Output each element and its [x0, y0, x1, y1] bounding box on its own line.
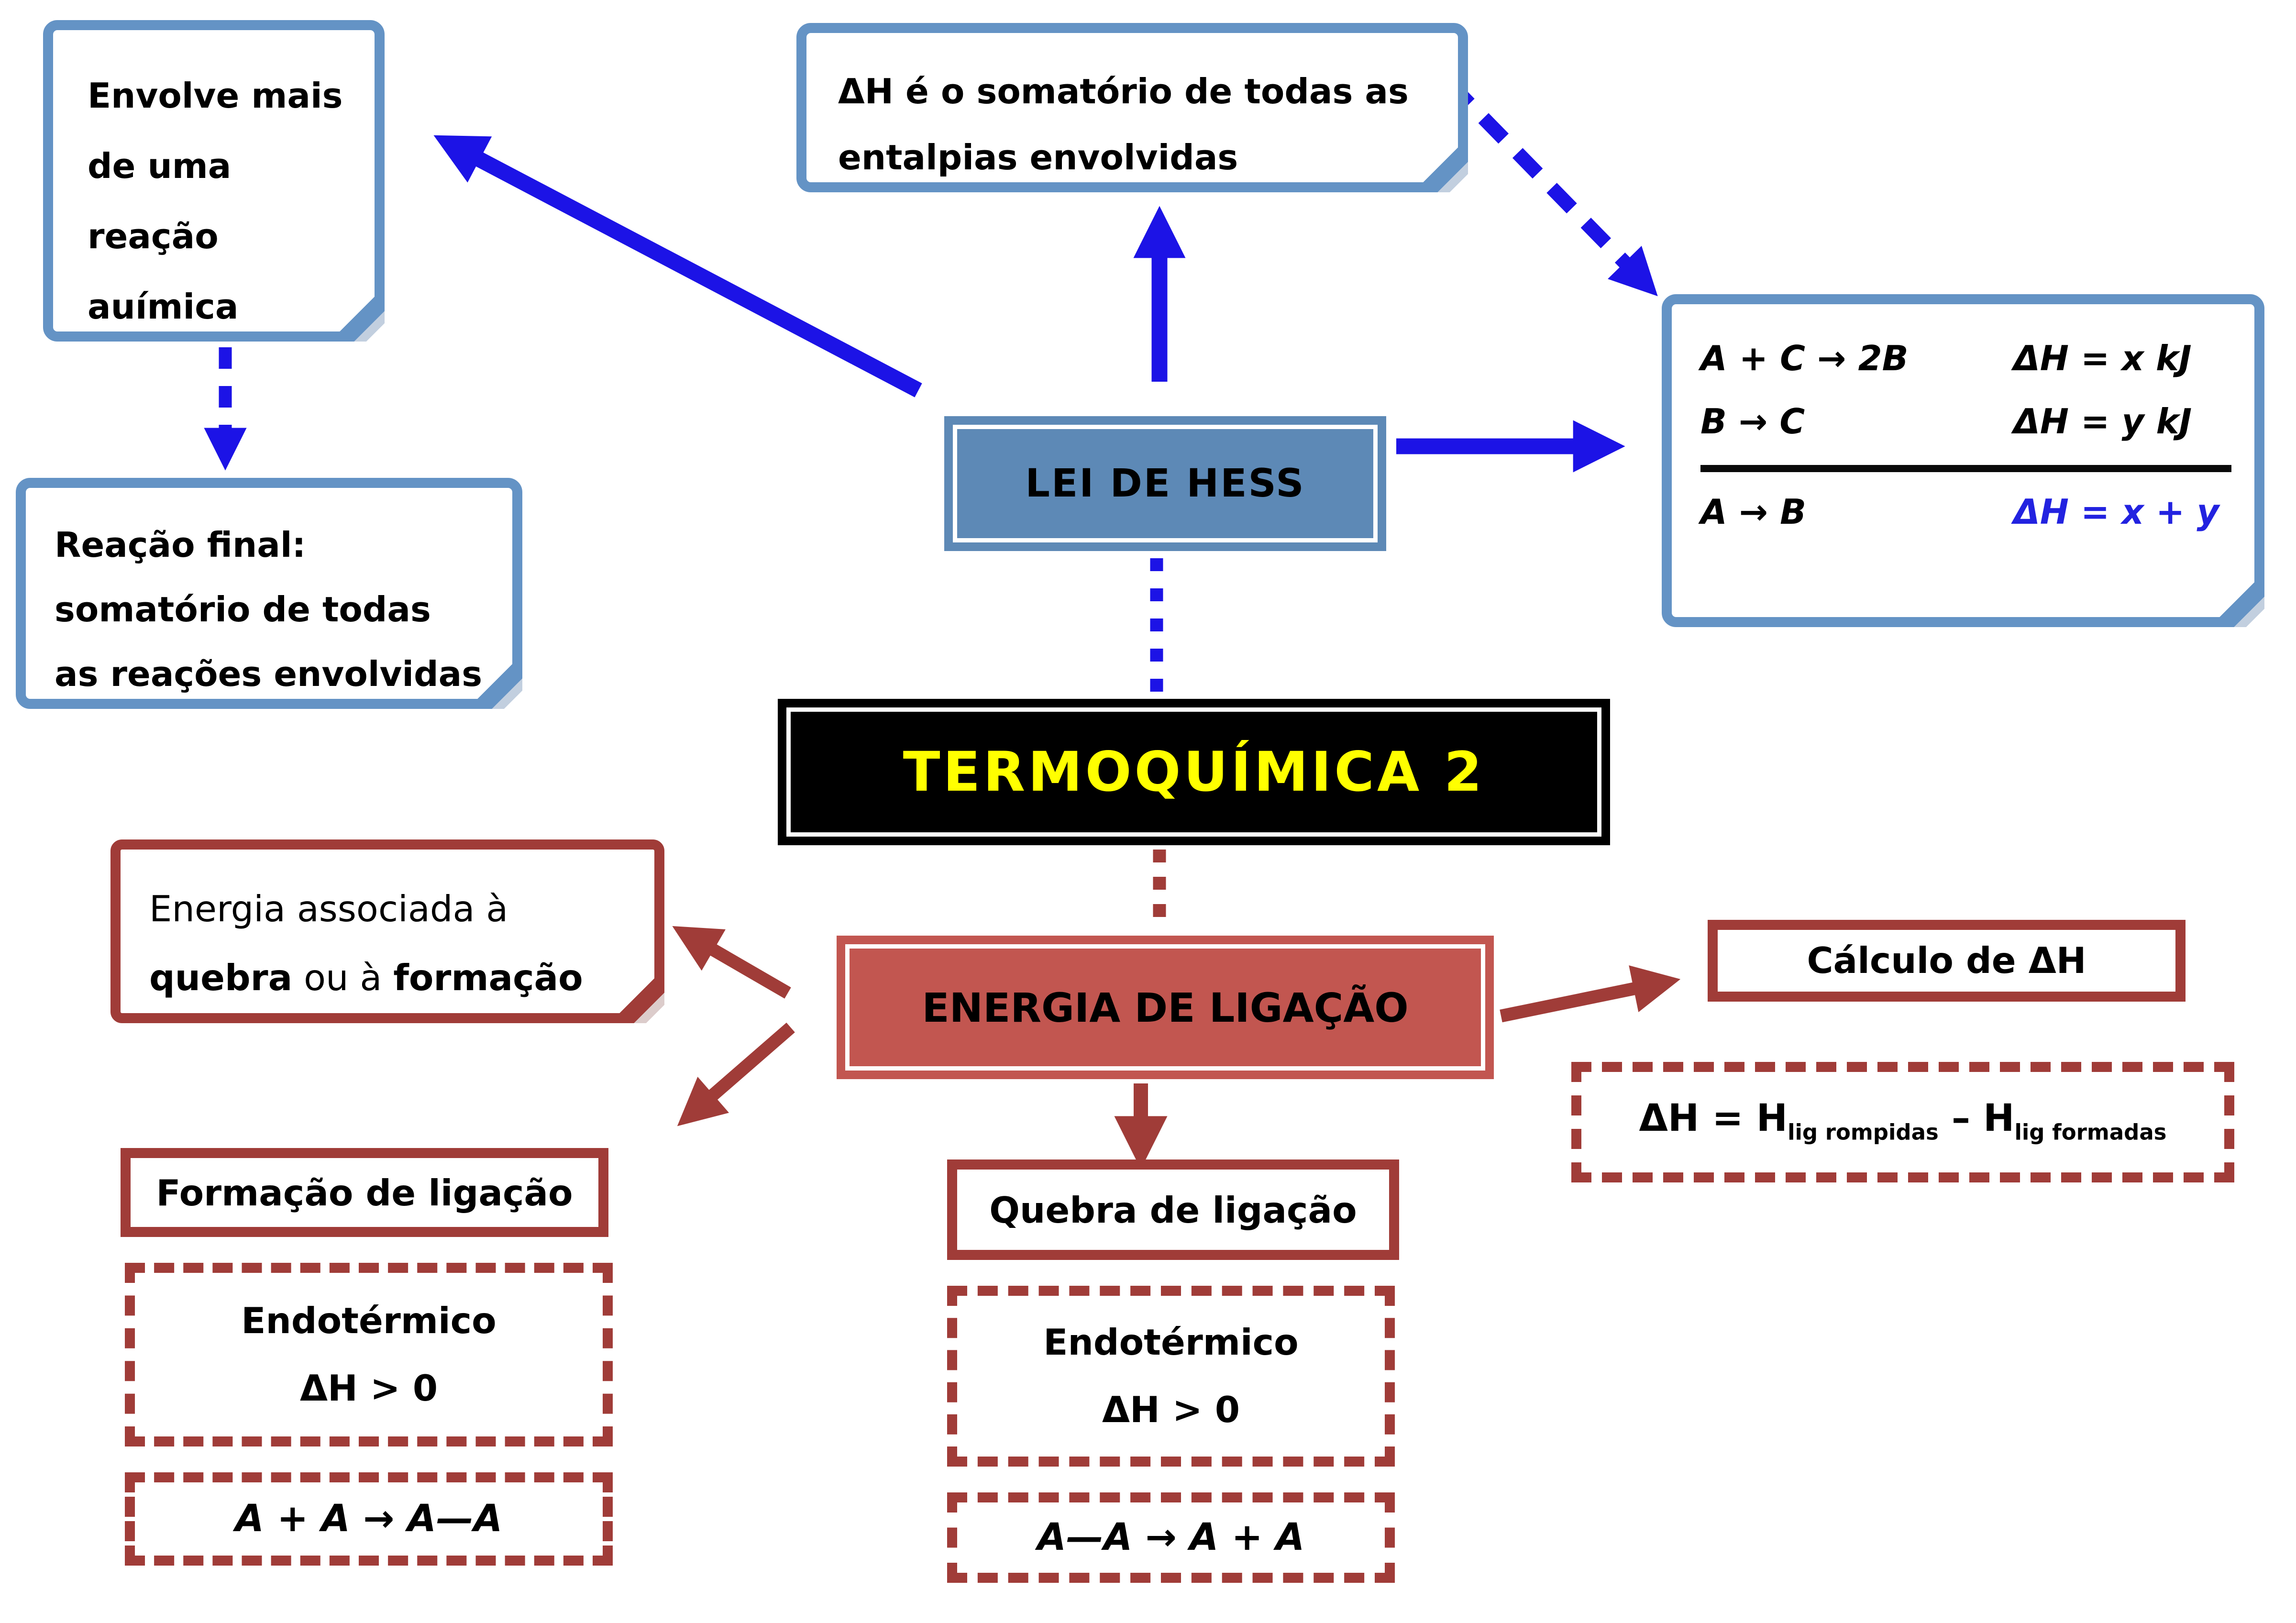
enthalpy-text: ΔH = x kJ [2013, 339, 2192, 379]
note-line: quebra ou à formação [149, 957, 583, 999]
hess-to-envolve-arrow [433, 135, 922, 397]
note-line: entalpias envolvidas [838, 138, 1238, 178]
node-lei-de-hess: LEI DE HESS [944, 416, 1386, 551]
box-formacao-title: Formação de ligação [121, 1148, 608, 1237]
note-line: Energia associada à [149, 888, 508, 930]
note-line: Reação final: [55, 525, 306, 565]
note-line: Envolve mais [88, 76, 343, 116]
box-formacao-endotermico: Endotérmico ΔH > 0 [125, 1263, 613, 1446]
regime-text: Endotérmico [241, 1299, 497, 1341]
note-somatorio-entalpias: ΔH é o somatório de todas as entalpias e… [796, 23, 1468, 192]
enthalpy-text: ΔH = y kJ [2013, 402, 2192, 442]
sum-divider-line [1700, 465, 2231, 472]
node-label: TERMOQUÍMICA 2 [903, 740, 1485, 804]
note-line: de uma [88, 146, 232, 187]
box-formula-dh: ΔH = Hlig rompidas – Hlig formadas [1571, 1062, 2234, 1182]
folded-corner-icon [1411, 135, 1468, 192]
equation-text: A—A → A + A [1037, 1516, 1305, 1559]
note-line: reação [88, 217, 219, 257]
node-energia-de-ligacao: ENERGIA DE LIGAÇÃO [837, 936, 1494, 1079]
folded-corner-icon [607, 966, 664, 1023]
equation-row: B → C ΔH = y kJ [1700, 402, 2234, 442]
regime-text: Endotérmico [1043, 1322, 1299, 1363]
box-title: Quebra de ligação [989, 1189, 1357, 1231]
reaction-text: A → B [1700, 492, 1807, 532]
node-termoquimica-2: TERMOQUÍMICA 2 [778, 699, 1610, 845]
energia-to-nota-energia-arrow [672, 926, 791, 999]
note-line: auímica [88, 287, 239, 327]
energia-to-formacao-arrow [677, 1022, 795, 1126]
somatorio-to-equations-dashed-arrow [1444, 78, 1658, 297]
condition-text: ΔH > 0 [299, 1368, 438, 1410]
box-formacao-equation: A + A → A—A [125, 1472, 613, 1566]
note-envolve-mais: Envolve mais de uma reação auímica [43, 20, 385, 342]
energia-to-calculo-arrow [1500, 965, 1681, 1023]
box-quebra-title: Quebra de ligação [947, 1159, 1399, 1260]
note-line: somatório de todas [55, 590, 431, 630]
equation-row: A + C → 2B ΔH = x kJ [1700, 339, 2234, 379]
equation-text: A + A → A—A [235, 1497, 503, 1541]
enthalpy-result-text: ΔH = x + y [2013, 492, 2219, 532]
box-calculo-dh: Cálculo de ΔH [1708, 920, 2186, 1002]
reaction-text: B → C [1700, 402, 1805, 442]
folded-corner-icon [327, 284, 385, 342]
box-quebra-endotermico: Endotérmico ΔH > 0 [947, 1286, 1395, 1467]
note-energia-associada: Energia associada à quebra ou à formação [110, 839, 664, 1023]
folded-corner-icon [465, 651, 522, 709]
box-title: Cálculo de ΔH [1807, 940, 2086, 982]
node-label: ENERGIA DE LIGAÇÃO [922, 983, 1409, 1031]
note-reacao-final: Reação final: somatório de todas as reaç… [16, 478, 522, 709]
folded-corner-icon [2207, 570, 2264, 627]
node-label: LEI DE HESS [1025, 461, 1305, 506]
box-title: Formação de ligação [156, 1171, 573, 1214]
condition-text: ΔH > 0 [1102, 1389, 1240, 1431]
formula-text: ΔH = Hlig rompidas – Hlig formadas [1639, 1098, 2167, 1146]
reaction-text: A + C → 2B [1700, 339, 1909, 379]
box-quebra-equation: A—A → A + A [947, 1492, 1395, 1583]
note-line: ΔH é o somatório de todas as [838, 72, 1409, 112]
note-hess-equations: A + C → 2B ΔH = x kJ B → C ΔH = y kJ A →… [1662, 294, 2264, 627]
note-line: as reações envolvidas [55, 654, 483, 695]
equation-row: A → B ΔH = x + y [1700, 492, 2234, 532]
